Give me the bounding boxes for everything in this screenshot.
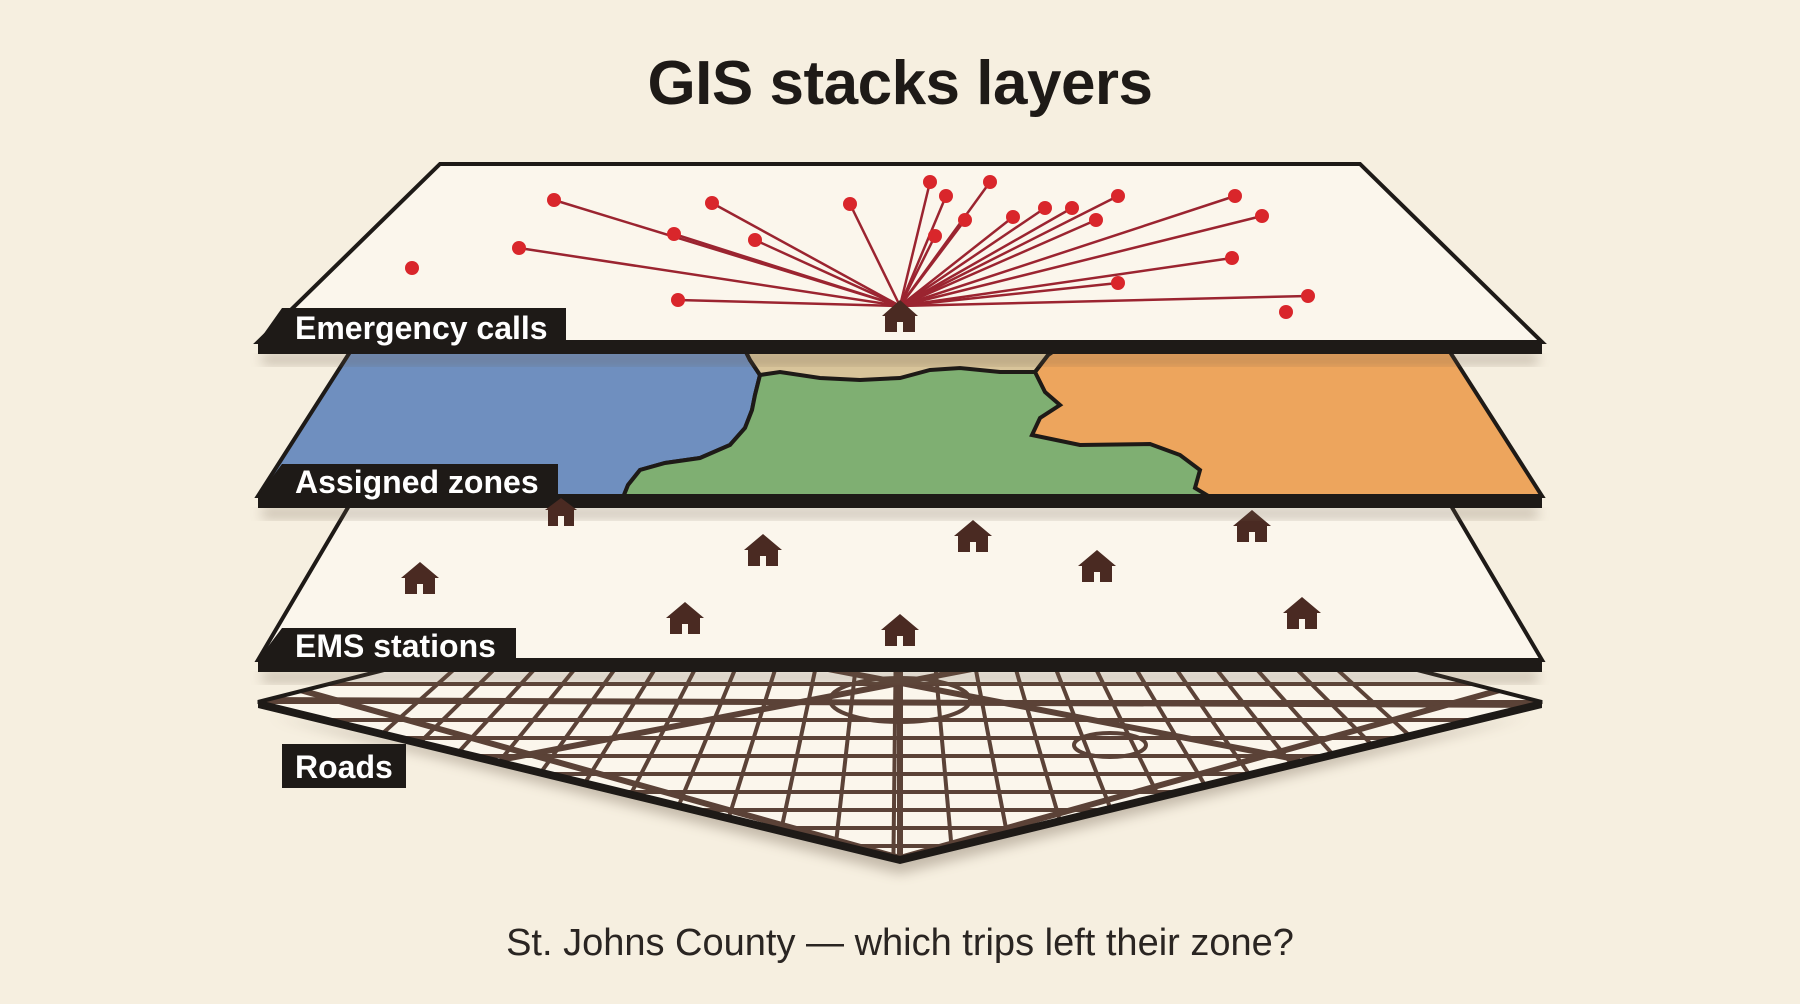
trip-line [899, 219, 966, 307]
call-trip-lines [518, 181, 1309, 308]
roads-label-box [282, 744, 406, 788]
trip-line [898, 195, 948, 307]
trip-line [899, 194, 1119, 308]
page-title: GIS stacks layers [647, 49, 1153, 118]
call-dot [843, 197, 857, 211]
call-dot [928, 229, 942, 243]
zones-fill [258, 352, 1542, 496]
call-dot [983, 175, 997, 189]
calls-plane-edge [258, 342, 1542, 354]
house-icon [744, 534, 782, 566]
call-dot [667, 227, 681, 241]
call-dot [1279, 305, 1293, 319]
house-icon [954, 520, 992, 552]
trip-line [899, 294, 1309, 308]
trip-line [898, 235, 937, 307]
trip-line [754, 238, 901, 308]
trip-line [848, 203, 902, 307]
trip-line [518, 246, 901, 308]
house-icon [666, 602, 704, 634]
calls-label-box [258, 308, 566, 342]
call-dot [923, 175, 937, 189]
call-dot [1111, 276, 1125, 290]
stations-shadow [262, 672, 1538, 682]
call-dot [1065, 201, 1079, 215]
trip-line [899, 218, 1097, 308]
arterial-road [299, 687, 901, 858]
zone-station-icon [545, 498, 577, 526]
call-dot [405, 261, 419, 275]
call-dot [1111, 189, 1125, 203]
stations-plane-edge [258, 660, 1542, 672]
layer-emergency-calls: Emergency calls [253, 162, 1547, 364]
call-dot [512, 241, 526, 255]
call-dot [1228, 189, 1242, 203]
call-dot [1089, 213, 1103, 227]
stations-label: EMS stations [295, 628, 496, 664]
trip-line [711, 201, 901, 308]
trip-line [898, 181, 932, 307]
call-dot [958, 213, 972, 227]
call-dot [1225, 251, 1239, 265]
roads-label: Roads [295, 749, 393, 785]
zones-label: Assigned zones [295, 464, 539, 500]
zones-label-box [258, 464, 558, 496]
calls-label: Emergency calls [295, 310, 548, 346]
stations-label-box [258, 628, 516, 660]
call-dot [748, 233, 762, 247]
trip-line [899, 281, 1119, 308]
call-dot [547, 193, 561, 207]
arterial-road [899, 687, 1501, 858]
trip-line [899, 216, 1014, 307]
layer-ems-stations: EMS stations [254, 502, 1546, 682]
calls-shadow [262, 354, 1538, 364]
call-dot [1255, 209, 1269, 223]
call-dot [705, 196, 719, 210]
call-dot [1006, 210, 1020, 224]
road-loop [1072, 731, 1148, 759]
trip-line [673, 232, 901, 308]
trip-line [677, 298, 901, 308]
call-dot [1038, 201, 1052, 215]
house-icon [1283, 597, 1321, 629]
layer-assigned-zones: Assigned zones [254, 350, 1546, 526]
zones-shadow [262, 508, 1538, 518]
house-icon [401, 562, 439, 594]
caption: St. Johns County — which trips left thei… [506, 922, 1294, 964]
house-icon [881, 614, 919, 646]
call-dot [671, 293, 685, 307]
call-markers [405, 175, 1315, 319]
dispatch-station-icon [882, 300, 918, 332]
call-dot [939, 189, 953, 203]
trip-line [899, 194, 1236, 308]
zones-plane-edge [258, 496, 1542, 508]
trip-line [899, 256, 1233, 308]
trip-line [899, 206, 1046, 308]
trip-line [899, 214, 1263, 308]
call-dot [1301, 289, 1315, 303]
house-icon [1078, 550, 1116, 582]
trip-line [899, 206, 1073, 308]
